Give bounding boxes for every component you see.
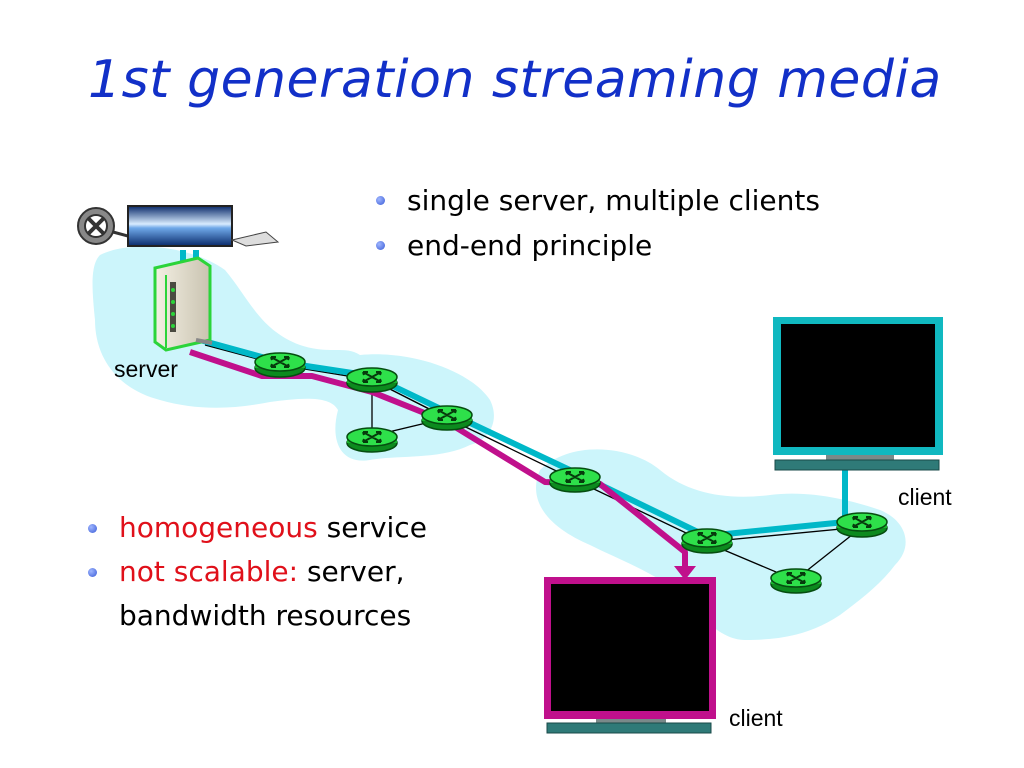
router-icon [681,528,733,554]
router-icon [346,367,398,393]
media-source-icon [77,205,280,247]
bullet-list-bottom: homogeneous service not scalable: server… [82,506,427,638]
bullet-item: single server, multiple clients [370,178,820,223]
bullet-highlight: not scalable: [119,555,299,588]
router-icon [836,512,888,538]
server-label: server [114,356,178,382]
bullet-dot-icon [376,196,385,205]
bullet-text: single server, multiple clients [407,184,820,217]
bullet-item: homogeneous service [82,506,427,550]
bullet-text-line2: bandwidth resources [119,599,412,632]
router-icon [254,352,306,378]
server-icon [153,256,213,352]
router-icon [549,467,601,493]
router-icon [421,405,473,431]
arrow-down-icon [674,566,696,580]
bullet-list-top: single server, multiple clients end-end … [370,178,820,268]
client-monitor-bottom [544,577,716,734]
router-icon [346,427,398,453]
bullet-text: server, [298,555,405,588]
bullet-dot-icon [88,568,97,577]
router-icon [770,568,822,594]
bullet-dot-icon [376,241,385,250]
bullet-text: service [317,511,427,544]
client-label-right: client [898,484,952,510]
client-monitor-right [773,317,943,471]
bullet-dot-icon [88,524,97,533]
client-label-bottom: client [729,705,783,731]
bullet-item: not scalable: server, bandwidth resources [82,550,427,638]
bullet-item: end-end principle [370,223,820,268]
slide-title: 1st generation streaming media [88,50,942,110]
bullet-text: end-end principle [407,229,653,262]
bullet-highlight: homogeneous [119,511,318,544]
